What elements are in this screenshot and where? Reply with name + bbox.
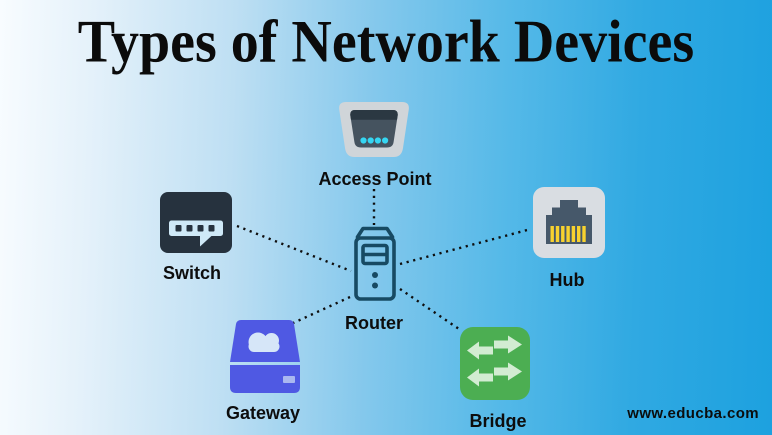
bridge-label: Bridge (469, 411, 527, 431)
switch-icon (160, 192, 232, 253)
router-icon (352, 225, 398, 304)
switch-label: Switch (162, 263, 221, 283)
access-point-label: Access Point (318, 169, 432, 189)
educba-watermark: www.educba.com (627, 405, 759, 422)
router-label: Router (345, 313, 403, 333)
gateway-label: Gateway (225, 403, 301, 423)
edge-router-switch (236, 224, 352, 273)
cloud-shape (248, 332, 280, 352)
router-dots (372, 272, 378, 289)
access-point-icon (337, 101, 411, 158)
bridge-arrows (467, 335, 522, 387)
gateway-icon (228, 317, 302, 397)
drive-slot (283, 376, 295, 383)
page-title: Types of Network Devices (77, 8, 695, 76)
switch-port-dots (175, 225, 215, 232)
ethernet-pins (550, 226, 586, 242)
bridge-icon (460, 327, 530, 400)
edge-router-hub (399, 227, 532, 266)
edge-router-bridge (399, 288, 460, 330)
hub-label: Hub (549, 270, 585, 290)
hub-icon (533, 187, 605, 258)
status-dots (360, 137, 389, 144)
